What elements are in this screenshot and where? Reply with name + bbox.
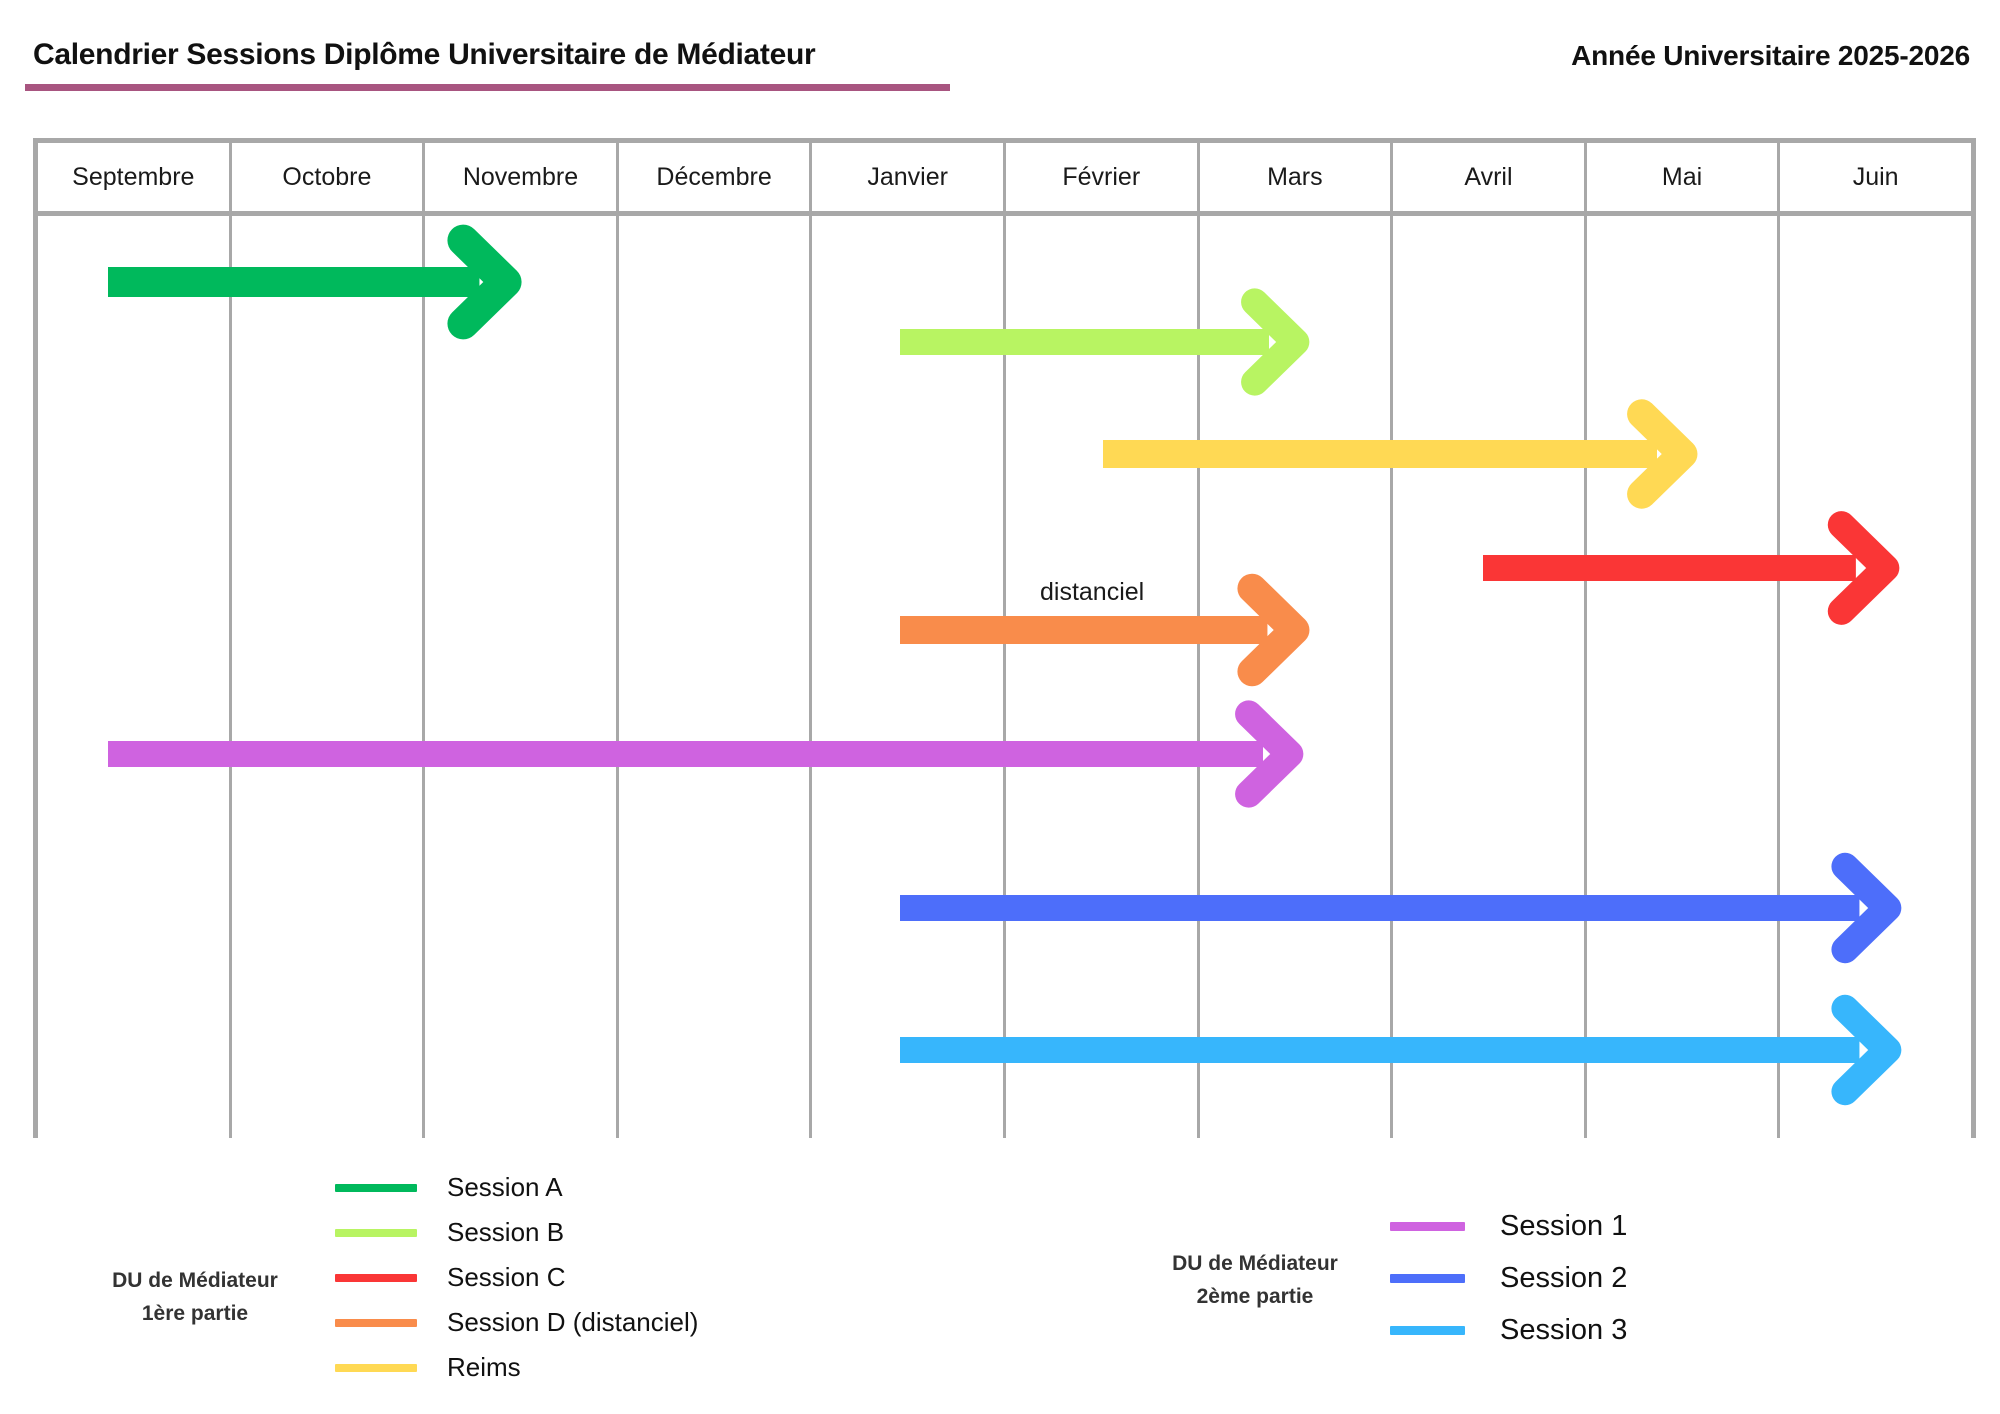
legend-right-caption: DU de Médiateur 2ème partie [1130, 1248, 1380, 1313]
legend-swatch-icon [335, 1363, 417, 1372]
calendar-column-mars [1200, 216, 1394, 1138]
calendar-column-dcembre [619, 216, 813, 1138]
page-title: Calendrier Sessions Diplôme Universitair… [33, 38, 816, 71]
legend-swatch-icon [335, 1228, 417, 1237]
calendar-column-fvrier [1006, 216, 1200, 1138]
legend-item-reims[interactable]: Reims [335, 1345, 698, 1390]
legend-swatch-icon [335, 1273, 417, 1282]
distanciel-annotation: distanciel [1040, 578, 1145, 606]
legend-item-label: Reims [447, 1352, 521, 1382]
legend-item-session-2[interactable]: Session 2 [1390, 1252, 1627, 1304]
legend-left-caption-line1: DU de Médiateur [112, 1269, 278, 1292]
month-header-mars: Mars [1200, 143, 1394, 211]
legend-swatch-icon [335, 1183, 417, 1192]
month-header-janvier: Janvier [812, 143, 1006, 211]
legend-swatch-icon [1390, 1325, 1465, 1335]
month-header-septembre: Septembre [38, 143, 232, 211]
calendar-column-juin [1780, 216, 1971, 1138]
legend-item-label: Session D (distanciel) [447, 1307, 699, 1337]
legend-item-session-d-distanciel[interactable]: Session D (distanciel) [335, 1300, 698, 1345]
calendar-body-grid [33, 216, 1976, 1138]
calendar-column-janvier [812, 216, 1006, 1138]
month-header-fvrier: Février [1006, 143, 1200, 211]
legend-item-session-1[interactable]: Session 1 [1390, 1200, 1627, 1252]
legend-swatch-icon [1390, 1273, 1465, 1283]
legend-item-label: Session 3 [1500, 1313, 1628, 1346]
calendar-column-avril [1393, 216, 1587, 1138]
legend-item-label: Session B [447, 1217, 565, 1247]
calendar-column-octobre [232, 216, 426, 1138]
month-header-juin: Juin [1852, 162, 1899, 191]
legend-item-session-a[interactable]: Session A [335, 1165, 698, 1210]
month-header-novembre: Novembre [425, 143, 619, 211]
legend-swatch-icon [335, 1318, 417, 1327]
legend-item-label: Session 2 [1500, 1261, 1628, 1294]
legend-swatch-icon [1390, 1221, 1465, 1231]
legend-left-items: Session A Session B Session C Session D (di… [335, 1165, 698, 1390]
legend-left-caption: DU de Médiateur 1ère partie [70, 1265, 320, 1330]
month-header-octobre: Octobre [232, 143, 426, 211]
month-header-dcembre: Décembre [619, 143, 813, 211]
legend-item-label: Session 1 [1500, 1209, 1628, 1242]
legend-right-caption-line1: DU de Médiateur [1172, 1252, 1338, 1275]
legend-item-label: Session C [447, 1262, 566, 1292]
legend-item-label: Session A [447, 1172, 563, 1202]
legend-left-caption-line2: 1ère partie [141, 1301, 249, 1325]
academic-year-label: Année Universitaire 2025-2026 [1571, 40, 1970, 71]
month-header-avril: Avril [1393, 143, 1587, 211]
calendar-column-novembre [425, 216, 619, 1138]
legend-item-session-b[interactable]: Session B [335, 1210, 698, 1255]
calendar-column-mai [1587, 216, 1781, 1138]
title-underline [25, 84, 950, 91]
legend-right-items: Session 1 Session 2 Session 3 [1390, 1200, 1627, 1356]
calendar-column-septembre [38, 216, 232, 1138]
month-header-mai: Mai [1587, 143, 1781, 211]
legend-item-session-c[interactable]: Session C [335, 1255, 698, 1300]
legend-item-session-3[interactable]: Session 3 [1390, 1304, 1627, 1356]
legend-right-caption-line2: 2ème partie [1196, 1284, 1314, 1308]
